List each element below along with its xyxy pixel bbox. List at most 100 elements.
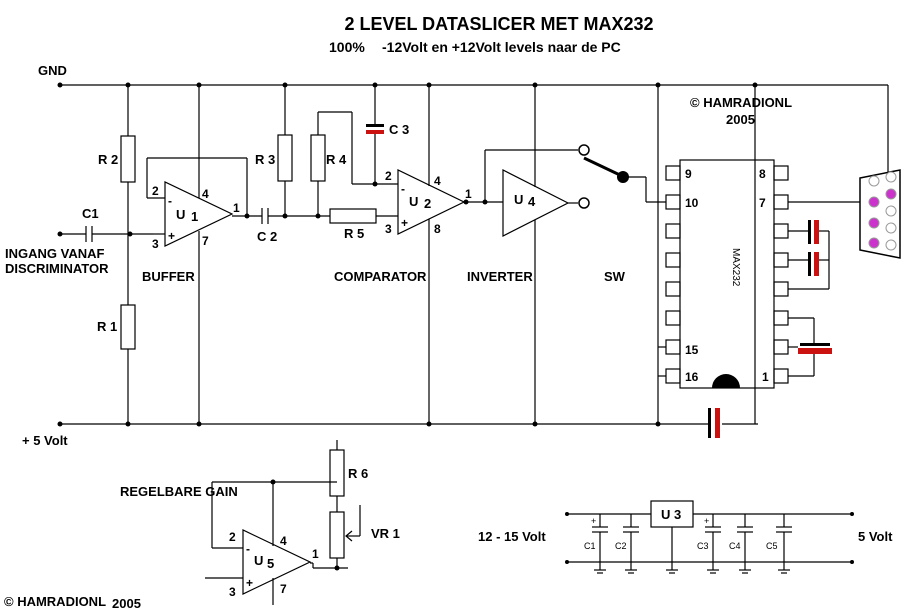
- resistor-r5: [329, 208, 377, 224]
- svg-text:3: 3: [385, 222, 392, 236]
- copyright-top: © HAMRADIONL: [690, 95, 792, 110]
- gnd-label: GND: [38, 63, 67, 78]
- svg-text:VR 1: VR 1: [371, 526, 400, 541]
- resistor-r6: [329, 449, 345, 497]
- svg-text:U: U: [514, 192, 523, 207]
- svg-text:1: 1: [233, 201, 240, 215]
- capacitor-c3: C 3: [366, 122, 409, 137]
- svg-text:R 2: R 2: [98, 152, 118, 167]
- svg-text:+: +: [591, 516, 596, 526]
- svg-text:8: 8: [434, 222, 441, 236]
- svg-text:C5: C5: [766, 541, 778, 551]
- supply-output-label: 5 Volt: [858, 529, 893, 544]
- year-bottom: 2005: [112, 596, 141, 611]
- svg-text:2: 2: [424, 196, 431, 211]
- svg-text:3: 3: [152, 237, 159, 251]
- input-label-line2: DISCRIMINATOR: [5, 261, 109, 276]
- stage-switch: SW: [604, 269, 626, 284]
- stage-comparator: COMPARATOR: [334, 269, 427, 284]
- svg-text:1: 1: [762, 370, 769, 384]
- svg-text:1: 1: [191, 209, 198, 224]
- capacitor-vcc: [708, 408, 720, 438]
- svg-text:R 5: R 5: [344, 226, 364, 241]
- svg-text:C2: C2: [615, 541, 627, 551]
- opamp-u2: - + U 2 2 3 4 8 1: [385, 169, 472, 236]
- opamp-u1: - + U 1 2 3 4 7 1: [152, 181, 240, 251]
- svg-text:7: 7: [759, 196, 766, 210]
- ground-symbols: [594, 569, 790, 574]
- svg-text:+: +: [401, 216, 408, 230]
- resistor-r4: [310, 134, 326, 182]
- svg-text:7: 7: [280, 582, 287, 596]
- gain-label: REGELBARE GAIN: [120, 484, 238, 499]
- svg-text:+: +: [168, 229, 175, 243]
- svg-text:C1: C1: [82, 206, 99, 221]
- db9-connector: [859, 169, 901, 259]
- svg-text:U: U: [409, 194, 418, 209]
- resistor-r1: [120, 304, 136, 350]
- potmeter-vr1: VR 1: [329, 505, 400, 559]
- supply-cap-c2: C2: [615, 514, 639, 570]
- svg-text:2: 2: [229, 530, 236, 544]
- diagram-title: 2 LEVEL DATASLICER MET MAX232: [344, 14, 653, 34]
- svg-text:-: -: [246, 542, 250, 556]
- svg-text:MAX232: MAX232: [730, 248, 741, 287]
- supply-cap-c4: C4: [729, 514, 753, 570]
- capacitor-c2: C 2: [257, 208, 277, 244]
- svg-text:U 3: U 3: [661, 507, 681, 522]
- subtitle-percent: 100%: [329, 39, 365, 55]
- svg-text:16: 16: [685, 370, 699, 384]
- svg-text:4: 4: [528, 194, 536, 209]
- svg-text:4: 4: [280, 534, 287, 548]
- svg-text:7: 7: [202, 234, 209, 248]
- rail-junctions: [57, 82, 758, 427]
- svg-text:-: -: [168, 194, 172, 208]
- svg-text:R 1: R 1: [97, 319, 117, 334]
- resistor-r2: [120, 135, 136, 183]
- svg-text:U: U: [176, 207, 185, 222]
- supply-cap-c3: + C3: [697, 514, 721, 570]
- svg-text:3: 3: [229, 585, 236, 599]
- svg-text:+: +: [704, 516, 709, 526]
- svg-text:1: 1: [312, 547, 319, 561]
- svg-text:+: +: [246, 576, 253, 590]
- svg-text:4: 4: [202, 187, 209, 201]
- svg-text:9: 9: [685, 167, 692, 181]
- svg-text:R 6: R 6: [348, 466, 368, 481]
- svg-text:2: 2: [152, 184, 159, 198]
- svg-text:-: -: [401, 182, 405, 196]
- stage-inverter: INVERTER: [467, 269, 533, 284]
- svg-text:10: 10: [685, 196, 699, 210]
- switch-sw: [578, 144, 629, 209]
- svg-text:8: 8: [759, 167, 766, 181]
- opamp-u5: - + U 5 2 3 4 7 1: [229, 529, 319, 599]
- vplus-rail: + 5 Volt: [22, 423, 758, 448]
- svg-text:15: 15: [685, 343, 699, 357]
- gnd-rail: GND: [38, 63, 888, 86]
- capacitor-c-right3: [798, 343, 832, 354]
- vplus-label: + 5 Volt: [22, 433, 68, 448]
- subtitle-levels: -12Volt en +12Volt levels naar de PC: [382, 39, 621, 55]
- svg-text:C3: C3: [697, 541, 709, 551]
- svg-text:C4: C4: [729, 541, 741, 551]
- svg-text:4: 4: [434, 174, 441, 188]
- ic-max232: 9 8 10 7 15 16 1 MAX232: [665, 159, 789, 389]
- supply-cap-c1: + C1: [584, 514, 608, 570]
- svg-text:R 3: R 3: [255, 152, 275, 167]
- svg-text:C1: C1: [584, 541, 596, 551]
- capacitor-c1: C1: [82, 206, 99, 242]
- stage-buffer: BUFFER: [142, 269, 195, 284]
- supply-input-label: 12 - 15 Volt: [478, 529, 546, 544]
- year-top: 2005: [726, 112, 755, 127]
- input-label-line1: INGANG VANAF: [5, 246, 104, 261]
- svg-text:C 2: C 2: [257, 229, 277, 244]
- resistor-r3: [277, 134, 293, 182]
- copyright-bottom: © HAMRADIONL: [4, 594, 106, 609]
- svg-text:1: 1: [465, 187, 472, 201]
- supply-cap-c5: C5: [766, 514, 792, 570]
- svg-text:2: 2: [385, 169, 392, 183]
- svg-text:R 4: R 4: [326, 152, 347, 167]
- svg-text:C 3: C 3: [389, 122, 409, 137]
- capacitor-c-right2: [808, 252, 819, 276]
